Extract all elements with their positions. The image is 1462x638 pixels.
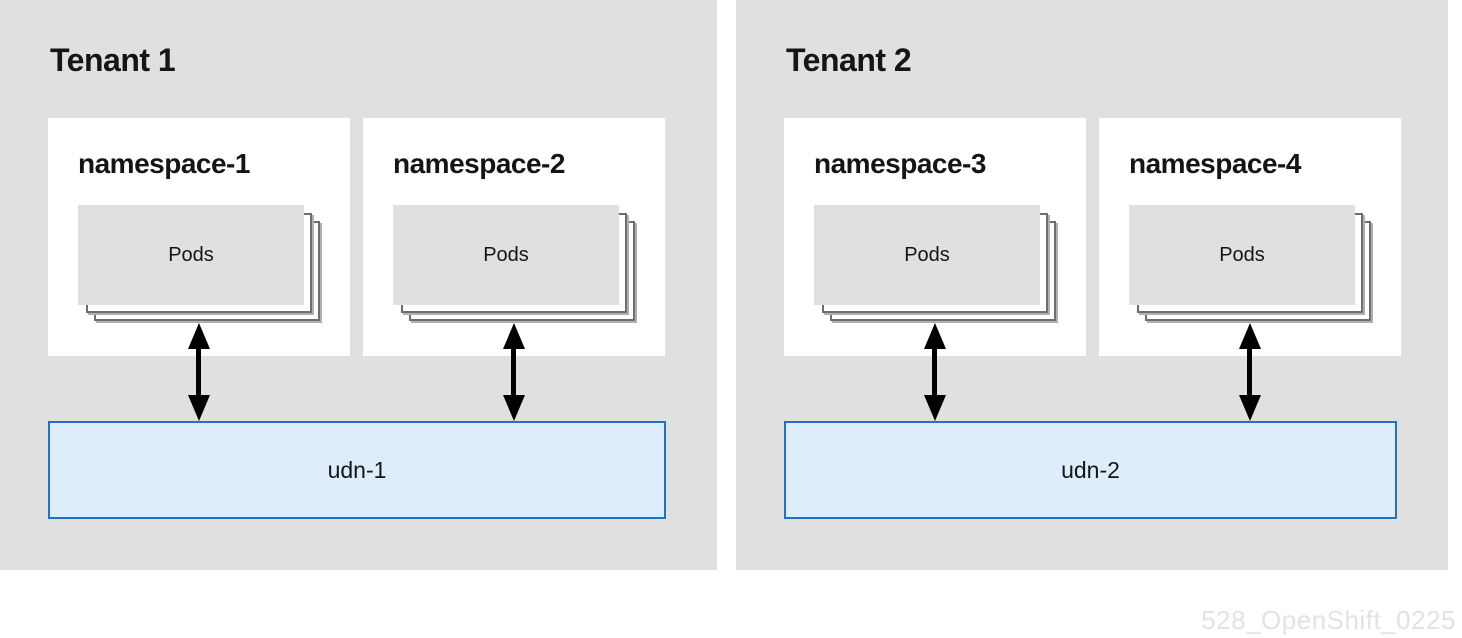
arrow-shaft: [1247, 345, 1252, 399]
arrow-up-head-icon: [188, 323, 210, 349]
arrow-shaft: [511, 345, 516, 399]
namespace-4-title: namespace-4: [1129, 148, 1301, 179]
bidirectional-arrow-icon: [188, 323, 210, 421]
tenant-2-namespace-row: namespace-3 Pods namespace-4 Pods: [784, 118, 1401, 421]
namespace-3-pods-stack: Pods: [814, 205, 1056, 321]
namespace-2-pods-stack: Pods: [393, 205, 635, 321]
namespace-3-pods-box: Pods: [814, 205, 1040, 305]
namespace-3-card: namespace-3 Pods: [784, 118, 1086, 421]
bidirectional-arrow-icon: [503, 323, 525, 421]
namespace-4-pods-stack: Pods: [1129, 205, 1371, 321]
tenant-1-panel: Tenant 1 namespace-1 Pods namespace-2: [0, 0, 717, 570]
namespace-2-title: namespace-2: [393, 148, 565, 179]
arrow-down-head-icon: [503, 395, 525, 421]
arrow-up-head-icon: [1239, 323, 1261, 349]
namespace-2-card: namespace-2 Pods: [363, 118, 665, 421]
tenant-network-diagram: Tenant 1 namespace-1 Pods namespace-2: [0, 0, 1448, 570]
namespace-4-card: namespace-4 Pods: [1099, 118, 1401, 421]
arrow-down-head-icon: [1239, 395, 1261, 421]
tenant-1-namespace-row: namespace-1 Pods namespace-2 Pods: [48, 118, 666, 421]
tenant-2-title: Tenant 2: [786, 42, 912, 78]
arrow-shaft: [932, 345, 937, 399]
udn-2-network-box: udn-2: [784, 421, 1397, 519]
namespace-1-pods-box: Pods: [78, 205, 304, 305]
bidirectional-arrow-icon: [924, 323, 946, 421]
arrow-down-head-icon: [924, 395, 946, 421]
namespace-1-title: namespace-1: [78, 148, 250, 179]
arrow-down-head-icon: [188, 395, 210, 421]
arrow-shaft: [196, 345, 201, 399]
namespace-2-pods-box: Pods: [393, 205, 619, 305]
arrow-up-head-icon: [503, 323, 525, 349]
namespace-3-title: namespace-3: [814, 148, 986, 179]
namespace-4-pods-box: Pods: [1129, 205, 1355, 305]
tenant-1-title: Tenant 1: [50, 42, 176, 78]
arrow-up-head-icon: [924, 323, 946, 349]
udn-1-network-box: udn-1: [48, 421, 666, 519]
namespace-1-card: namespace-1 Pods: [48, 118, 350, 421]
bidirectional-arrow-icon: [1239, 323, 1261, 421]
namespace-1-pods-stack: Pods: [78, 205, 320, 321]
figure-id-watermark: 528_OpenShift_0225: [1201, 605, 1456, 635]
tenant-2-panel: Tenant 2 namespace-3 Pods namespace-4: [736, 0, 1448, 570]
